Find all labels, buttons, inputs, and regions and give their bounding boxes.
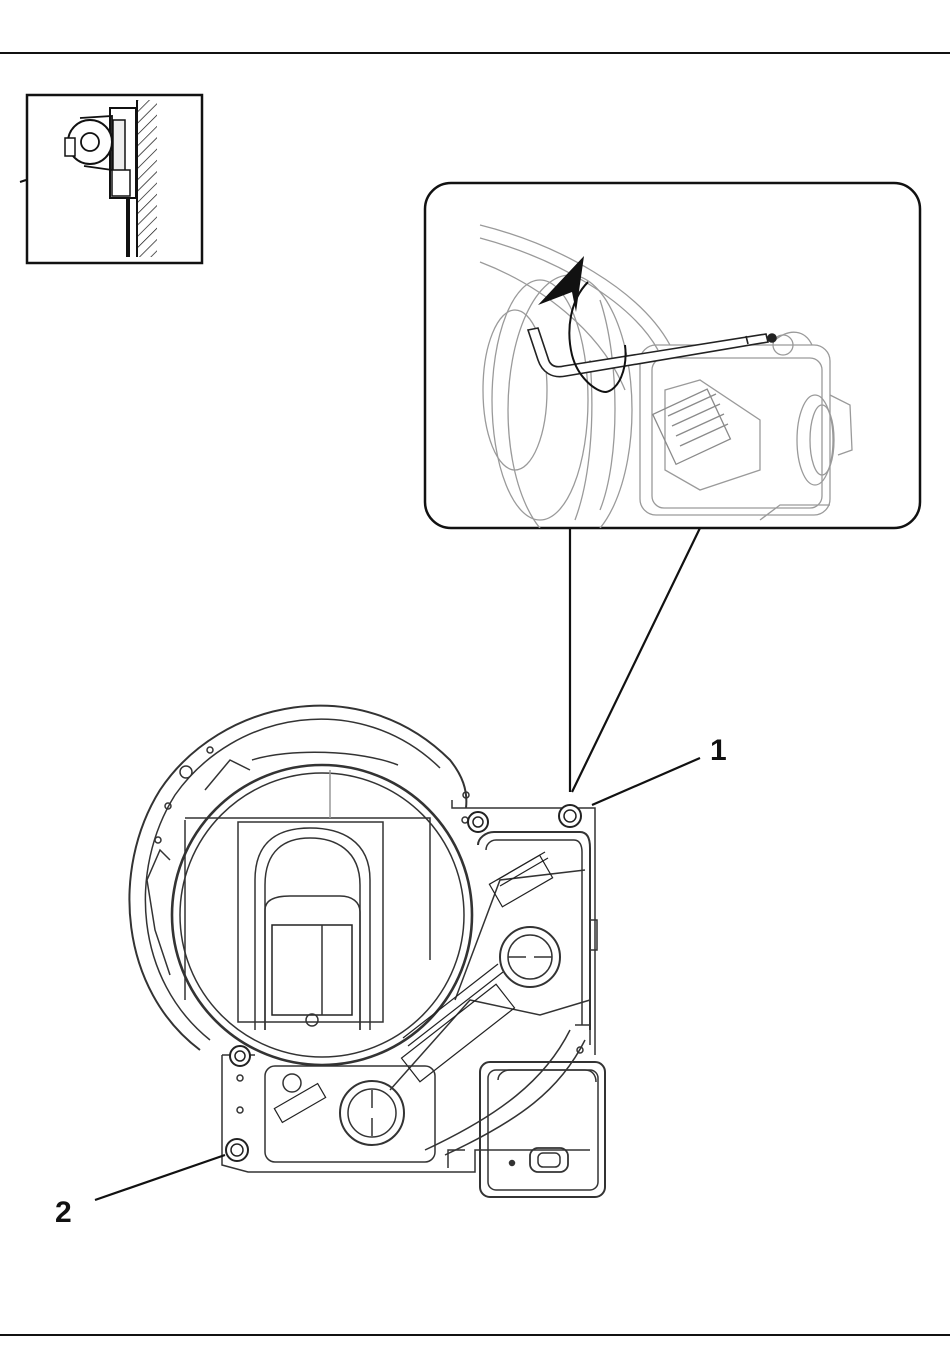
screw-icon (230, 1046, 250, 1066)
callout-1-label: 1 (710, 736, 727, 766)
screw-icon (468, 812, 488, 832)
device-main-drawing (129, 706, 605, 1197)
hex-key-detail-icon (425, 183, 920, 545)
callout-2-label: 2 (55, 1198, 72, 1228)
callout-2-leader (95, 1155, 225, 1200)
wall-mount-thumbnail-icon (20, 95, 202, 263)
screw-icon (226, 1139, 248, 1161)
screw-icon (559, 805, 581, 827)
detail-leader-lines (570, 528, 700, 792)
callout-1-leader (592, 758, 700, 805)
